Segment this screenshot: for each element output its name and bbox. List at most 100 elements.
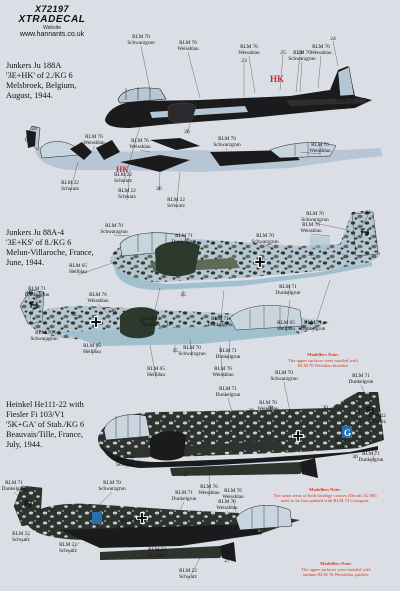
website-url: www.hannants.co.uk [19, 31, 85, 38]
callout-leader [13, 491, 19, 497]
callout-text: Schwarz [148, 553, 167, 559]
callout-leader [20, 533, 31, 544]
note-title: Modellers Note: [307, 352, 339, 357]
he111-underside-profile [13, 485, 300, 562]
callout-leader [264, 244, 273, 249]
callout-text: Dunkelgrun [2, 486, 27, 492]
caption-line: Beauvais/Tille, France, [6, 430, 83, 439]
note-title: Modellers Note: [320, 561, 352, 566]
callout-text: RLM 65 [277, 320, 295, 326]
callout-text: Schwarzgrun [301, 217, 329, 223]
callout-leader [122, 125, 141, 185]
callout-leader [310, 256, 316, 261]
callout-text: Weissblau [87, 298, 109, 304]
callout-text: RLM 65 [69, 263, 87, 269]
website-label: Website [43, 25, 61, 31]
callout-text: RLM 71 [219, 386, 237, 392]
callout-text: RLM 22 [116, 456, 134, 462]
callout-leader [77, 261, 116, 276]
decal-number: 26 [184, 129, 190, 135]
note-line: The upper surfaces were mottled with [288, 357, 358, 363]
paint-callout: 22 [295, 50, 303, 93]
callout-text: RLM 76 [259, 400, 277, 406]
caption-line: Junkers Ju 88A-4 [6, 228, 65, 237]
callout-text: Schwarzgrun [178, 351, 206, 357]
decal-number: 27 [224, 558, 230, 564]
callout-text: RLM 71 [362, 451, 380, 457]
callout-text: RLM 76 [214, 366, 232, 372]
callout-text: Schwarz [336, 104, 355, 110]
paint-callout: 36 [308, 252, 316, 261]
paint-callout: 35 [172, 345, 178, 354]
callout-text: Schwarz [118, 194, 137, 200]
callout-leader [310, 233, 331, 237]
note-line: RLM 76 Weisblau blotches [297, 363, 349, 369]
callout-leader [299, 61, 303, 93]
decal-number: 34 [165, 322, 171, 328]
callout-leader [156, 549, 161, 560]
callout-text: RLM 70 [132, 34, 150, 40]
decal-number: 33 [138, 318, 144, 324]
decal-number: 24 [330, 36, 336, 42]
paint-callout: 31 [25, 290, 31, 301]
paint-callout: 30 [322, 405, 328, 414]
callout-text: RLM 22 [148, 547, 166, 553]
brand-header: X72197 XTRADECAL Website www.hannants.co… [6, 4, 98, 38]
paint-callout: 32 [71, 312, 81, 319]
callout-leader [149, 344, 157, 379]
callout-text: RLM 71 [219, 348, 237, 354]
caption-line: Melsbroek, Belgium, [6, 81, 77, 90]
decal-number: 30 [322, 405, 328, 411]
callout-leader [285, 299, 291, 333]
callout-text: RLM 70 [256, 233, 274, 239]
callout-text: RLM 76 [179, 40, 197, 46]
callout-leader [227, 339, 231, 361]
callout-leader [73, 316, 81, 319]
paint-callout: 36 [110, 308, 116, 316]
caption-line: '3E+KS' of 8./KG 6 [6, 238, 72, 247]
callout-text: Schwarzgrun [98, 486, 126, 492]
callout-text: Dunkelgrun [172, 496, 197, 502]
caption-line: Heinkel He111-22 with [6, 400, 84, 409]
note-line: random RLM 76 Weissblau patches. [302, 572, 370, 578]
callout-text: Hellblau [69, 269, 87, 275]
callout-leader [317, 55, 322, 89]
callout-text: RLM 70 [103, 480, 121, 486]
callout-text: RLM 76 [240, 44, 258, 50]
callout-leader [159, 325, 169, 328]
callout-text: RLM 70 [183, 345, 201, 351]
callout-text: Schwarzgrun [251, 239, 279, 245]
caption-line: July, 1944. [6, 440, 43, 449]
callout-leader [140, 45, 151, 91]
callout-leader [67, 541, 81, 555]
paint-callout: 25 [279, 50, 286, 91]
paint-callout: 34 [159, 322, 171, 328]
callout-leader [299, 151, 321, 155]
callout-text: Weissblau [300, 228, 322, 234]
callout-text: Schwarzgrun [288, 56, 316, 62]
callout-text: Weissblau [177, 46, 199, 52]
callout-text: RLM 76 [131, 138, 149, 144]
callout-text: Hellblau [142, 322, 160, 328]
callout-leader [150, 287, 161, 329]
paint-callout: 23 [241, 58, 247, 97]
callout-text: Schwarzgrun [30, 336, 58, 342]
callout-leader [295, 54, 301, 93]
callout-leader [248, 55, 256, 94]
callout-text: Dunkelgrun [359, 457, 384, 463]
callout-text: Schwarzgrun [116, 524, 144, 530]
